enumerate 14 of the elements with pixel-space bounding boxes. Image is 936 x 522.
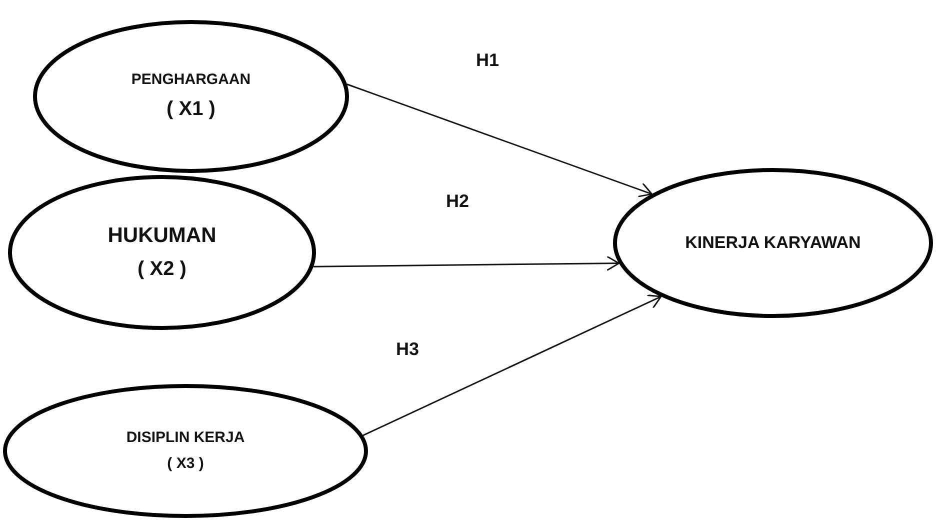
variable-ellipse bbox=[33, 20, 349, 173]
arrow bbox=[362, 294, 662, 436]
variable-label: KINERJA KARYAWAN bbox=[685, 232, 861, 254]
variable-ellipse bbox=[613, 168, 933, 318]
variable-label: DISIPLIN KERJA bbox=[126, 428, 245, 448]
variable-label: PENGHARGAAN bbox=[131, 70, 251, 90]
variable-label: ( X2 ) bbox=[138, 257, 186, 282]
variable-ellipse bbox=[3, 384, 368, 518]
variable-ellipse bbox=[8, 175, 316, 330]
arrow bbox=[313, 256, 620, 272]
arrow bbox=[346, 84, 653, 198]
variable-label: ( X3 ) bbox=[167, 454, 204, 474]
variable-label: HUKUMAN bbox=[108, 222, 216, 249]
variable-label: ( X1 ) bbox=[166, 96, 216, 122]
